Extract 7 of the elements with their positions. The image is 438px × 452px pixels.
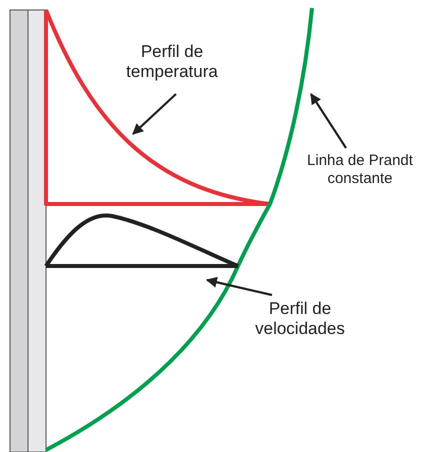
leader-line bbox=[310, 93, 347, 149]
leader-line bbox=[132, 93, 177, 135]
callout-label: Perfil de temperatura bbox=[112, 42, 232, 83]
callout-label: Linha de Prandt constante bbox=[302, 152, 418, 188]
callout-label: Perfil de velocidades bbox=[240, 299, 360, 340]
leader-line bbox=[206, 276, 272, 296]
temperature-profile-drawing bbox=[44, 9, 270, 206]
